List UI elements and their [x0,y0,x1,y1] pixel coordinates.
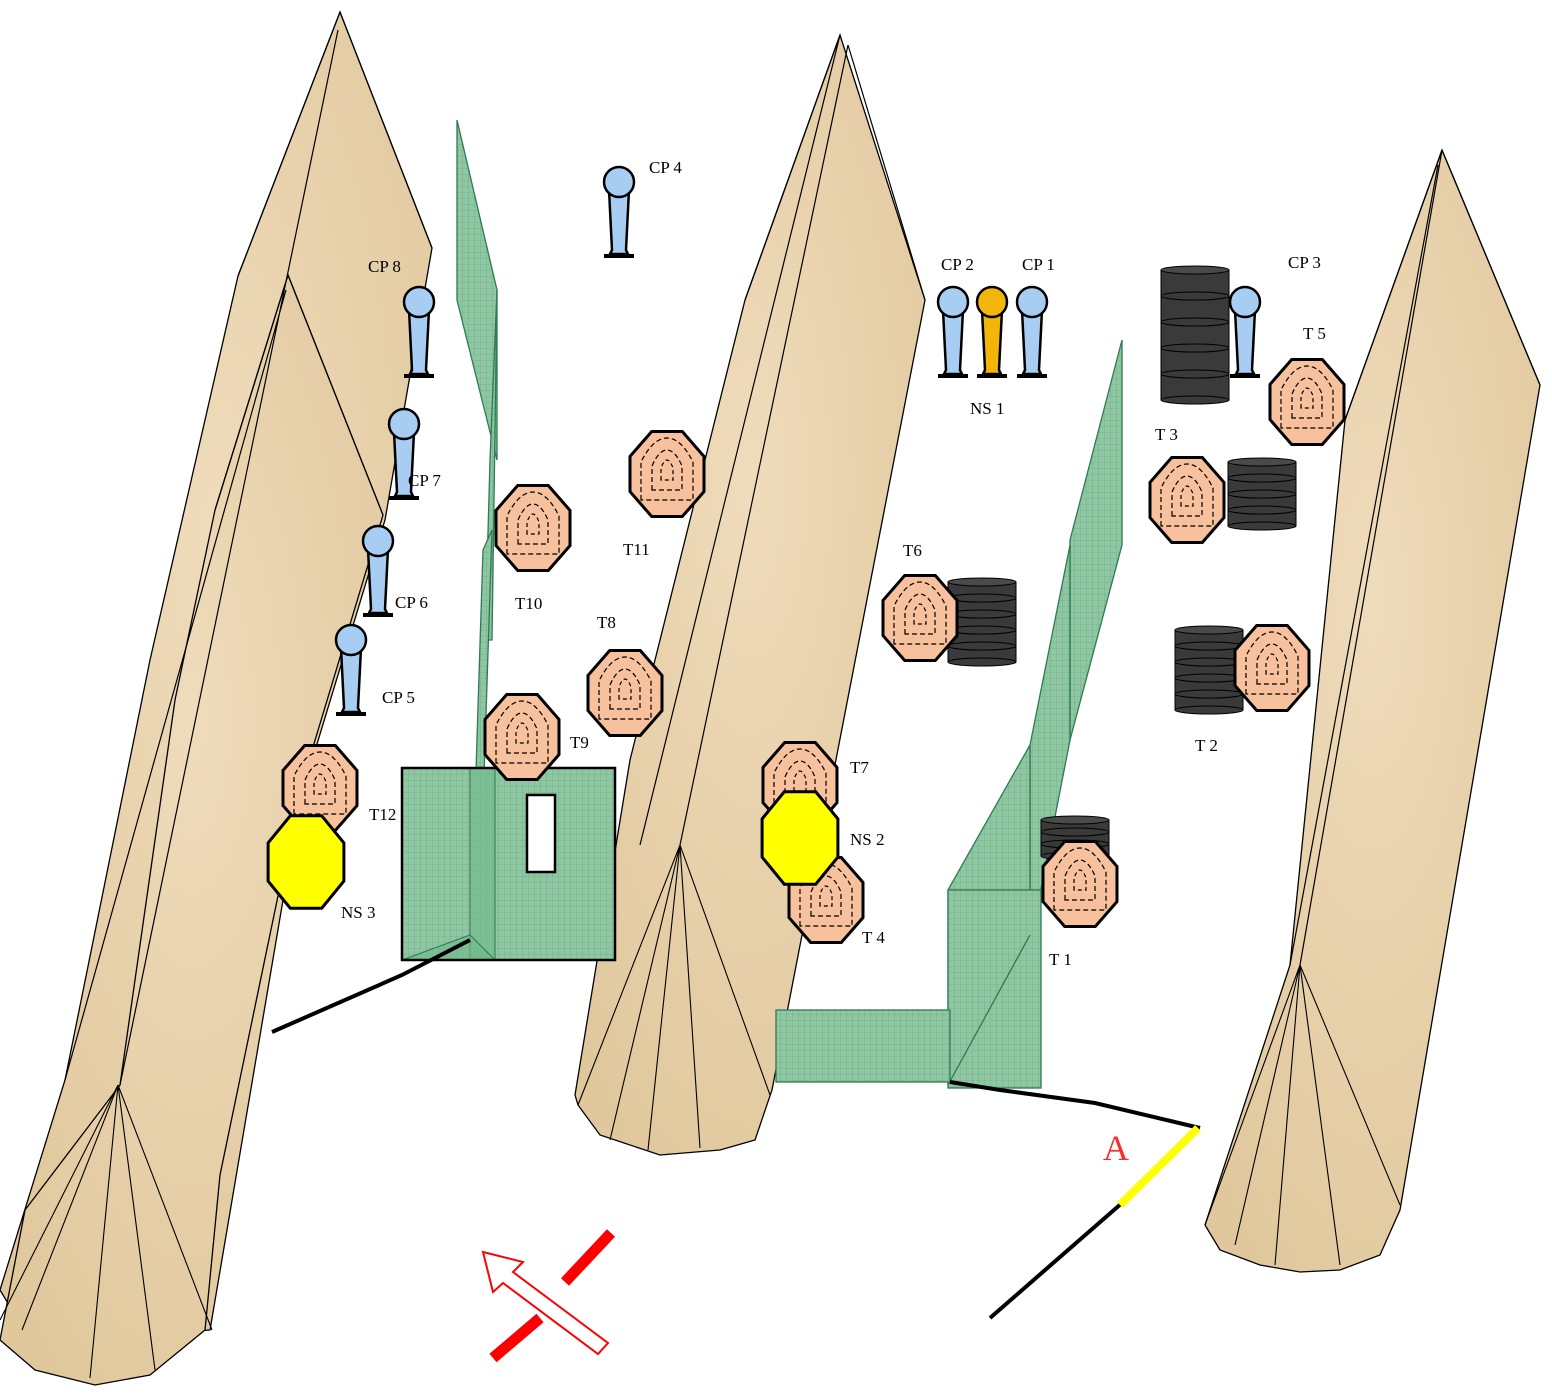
barrel-stack-t2 [1174,625,1244,715]
target-t10 [494,484,572,572]
window-opening [525,793,557,874]
label-t11: T11 [623,540,650,559]
label-ns1: NS 1 [970,399,1004,418]
popper-cp8 [402,285,436,378]
target-t1 [1041,840,1119,928]
label-cp8: CP 8 [368,257,401,276]
start-position-line [1117,1125,1201,1208]
label-t10: T10 [515,594,542,613]
label-cp4: CP 4 [649,158,682,177]
label-t1: T 1 [1049,950,1072,969]
label-cp3: CP 3 [1288,253,1321,272]
popper-ns1 [975,285,1009,378]
paper-target-icon [266,358,1346,944]
fault-lines [271,938,1201,1320]
start-position-label: A [1103,1128,1129,1168]
target-t5 [1268,358,1346,446]
popper-cp7 [387,407,421,500]
mesh-wall-box [400,766,617,962]
stage-labels: CP 4 CP 8 CP 2 CP 1 CP 3 T 5 NS 1 T 3 CP… [341,158,1326,1168]
label-cp1: CP 1 [1022,255,1055,274]
barrel-stack-t3 [1227,457,1297,531]
barrel-stack-cp3 [1160,265,1230,405]
popper-cp1 [1015,285,1049,378]
mesh-wall-right [775,339,1123,1089]
target-t9 [483,693,561,781]
target-t8 [586,649,664,737]
label-t5: T 5 [1303,324,1326,343]
label-t8: T8 [597,613,616,632]
no-shoot-ns3 [266,814,346,910]
label-ns2: NS 2 [850,830,884,849]
popper-cp3 [1228,285,1262,378]
label-t3: T 3 [1155,425,1178,444]
popper-cp4 [602,165,636,258]
label-cp2: CP 2 [941,255,974,274]
target-t6 [881,574,959,662]
berm-left [0,10,433,1386]
popper-cp5 [334,623,368,716]
direction-arrow-icon [481,1229,616,1363]
target-t2 [1233,624,1311,712]
popper-cp2 [936,285,970,378]
label-t12: T12 [369,805,396,824]
label-t7: T7 [850,758,869,777]
target-t3 [1148,456,1226,544]
label-ns3: NS 3 [341,903,375,922]
popper-cp6 [361,524,395,617]
berm-right [1204,148,1541,1273]
no-shoot-ns2 [760,790,840,886]
label-cp7: CP 7 [408,471,441,490]
metal-popper-icon [334,165,1262,716]
barrel-stack-t6 [947,577,1017,667]
label-t9: T9 [570,733,589,752]
label-cp6: CP 6 [395,593,428,612]
label-t2: T 2 [1195,736,1218,755]
label-t4: T 4 [862,928,885,947]
label-cp5: CP 5 [382,688,415,707]
target-t11 [628,430,706,518]
label-t6: T6 [903,541,922,560]
